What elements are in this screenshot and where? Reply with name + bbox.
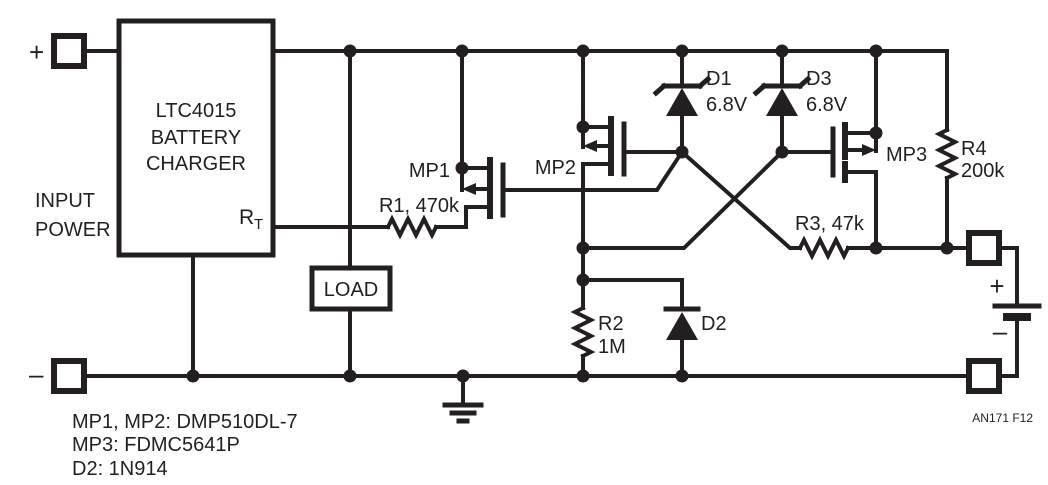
mp3-body-arrow-head	[862, 144, 876, 156]
r3-label: R3, 47k	[795, 213, 865, 235]
resistor-r2-icon	[570, 305, 596, 359]
mp3-label: MP3	[886, 144, 927, 166]
chip-name-line1: LTC4015	[156, 100, 237, 122]
chip-name-line3: CHARGER	[146, 153, 246, 175]
mp2-body-arrow-head	[583, 140, 597, 152]
input-minus-sign: –	[29, 359, 44, 389]
input-plus-terminal	[51, 33, 121, 69]
rt-pin-label-sub: T	[254, 216, 263, 233]
d2-triangle	[666, 312, 698, 340]
note-line-3: D2: 1N914	[72, 458, 168, 480]
note-line-1: MP1, MP2: DMP510DL-7	[72, 411, 298, 433]
mp1-body-arrow-head	[462, 183, 476, 195]
resistor-r3-icon	[797, 235, 851, 261]
chip-name-line2: BATTERY	[151, 127, 241, 149]
r4-value: 200k	[961, 160, 1005, 182]
mp1-gate-wire	[503, 149, 685, 192]
top-rail-wire	[271, 49, 949, 132]
cross-wire-d3-to-mp2drain	[581, 149, 785, 250]
d1-triangle	[666, 88, 698, 116]
rt-pin-label: R	[239, 206, 254, 229]
r2-value: 1M	[598, 336, 626, 358]
zener-d3-icon	[752, 49, 812, 154]
d3-value: 6.8V	[806, 94, 848, 116]
mp1-label: MP1	[409, 160, 450, 182]
r2-name: R2	[598, 313, 624, 335]
terminal-square-icon	[966, 358, 1002, 394]
d1-value: 6.8V	[706, 94, 748, 116]
ltc4015-box	[116, 18, 276, 258]
battery-plus-sign: +	[989, 271, 1004, 301]
resistor-r4-icon	[934, 127, 960, 181]
r1-label: R1, 470k	[379, 195, 460, 217]
battery-minus-terminal	[966, 358, 1002, 394]
battery-icon	[992, 246, 1042, 378]
cross-wire-d1-to-r3	[679, 149, 802, 250]
mp3-drain-rail-wire	[843, 170, 878, 250]
r4-name: R4	[961, 138, 987, 160]
d1-zener-bar	[652, 75, 712, 97]
terminal-square-icon	[51, 33, 87, 69]
battery-minus-sign: –	[993, 316, 1008, 346]
diode-d2-icon	[581, 278, 701, 378]
input-power-label-line2: POWER	[35, 219, 111, 241]
resistor-r1-icon	[385, 214, 439, 240]
junction-dots	[186, 44, 954, 383]
note-line-2: MP3: FDMC5641P	[72, 434, 240, 456]
d3-triangle	[766, 88, 798, 116]
battery-bottom-wire	[997, 315, 1019, 378]
terminal-square-icon	[51, 358, 87, 394]
mosfet-mp2-icon	[581, 49, 684, 310]
terminal-square-icon	[966, 230, 1002, 266]
d2-name: D2	[701, 313, 727, 335]
d3-zener-bar	[752, 75, 812, 97]
d2-cathode-wire	[581, 278, 684, 311]
input-minus-terminal	[51, 358, 87, 394]
mp2-label: MP2	[535, 157, 576, 179]
d1-name: D1	[706, 68, 732, 90]
input-power-label-line1: INPUT	[35, 190, 95, 212]
mosfet-mp1-icon	[460, 49, 685, 219]
load-label: LOAD	[324, 279, 378, 301]
input-plus-sign: +	[29, 37, 44, 67]
battery-plus-terminal	[966, 230, 1002, 266]
zener-d1-icon	[652, 49, 712, 154]
mp2-drain-rail-wire	[581, 162, 613, 310]
r1-to-mp1-drain-wire	[434, 205, 490, 229]
ground-symbol-icon	[442, 374, 484, 424]
d3-name: D3	[806, 68, 832, 90]
figure-reference: AN171 F12	[972, 411, 1033, 425]
battery-top-wire	[997, 246, 1019, 308]
